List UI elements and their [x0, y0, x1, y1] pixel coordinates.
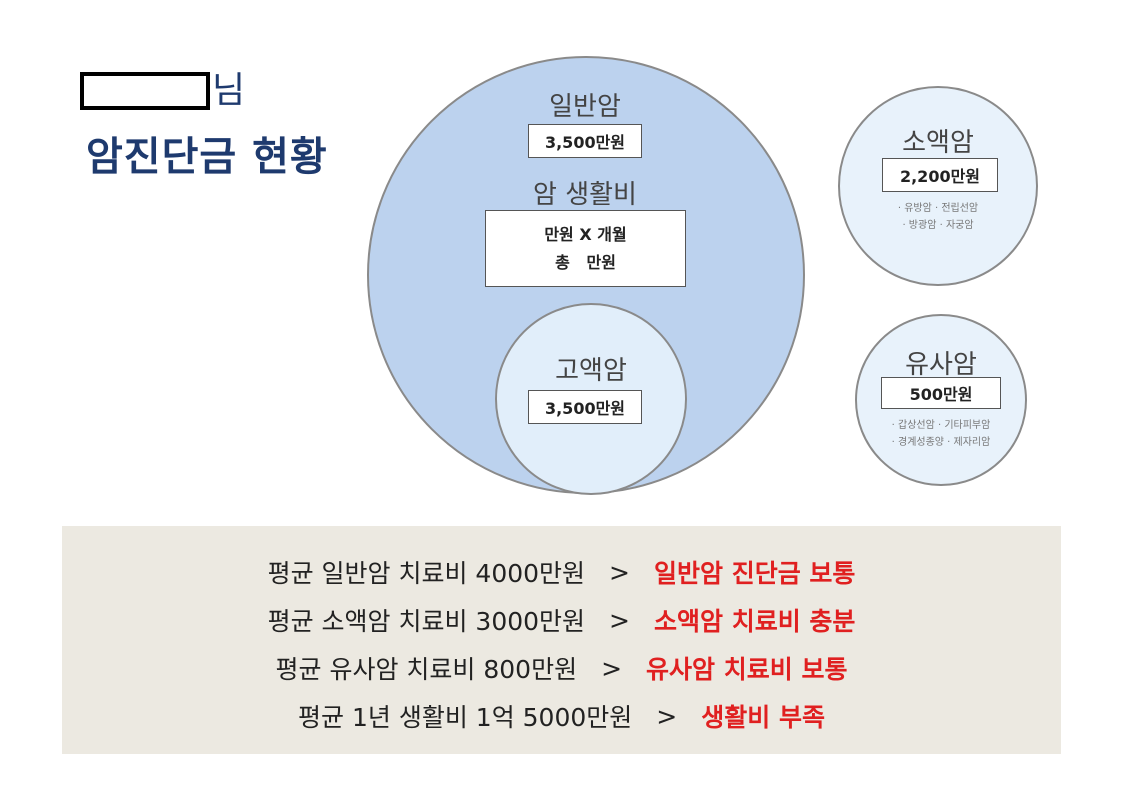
- similar-cancer-types-line1: · 갑상선암 · 기타피부암: [891, 420, 991, 431]
- summary-row-text: 평균 일반암 치료비 4000만원: [267, 559, 586, 588]
- minor-cancer-amount: 2,200만원: [882, 158, 998, 192]
- living-cost-line1: 만원 X 개월: [544, 224, 627, 244]
- minor-cancer-types-line2: · 방광암 · 자궁암: [902, 220, 974, 231]
- summary-row-conclusion: 일반암 진단금 보통: [654, 559, 856, 588]
- minor-cancer-types: · 유방암 · 전립선암 · 방광암 · 자궁암: [858, 200, 1018, 234]
- summary-row-text: 평균 1년 생활비 1억 5000만원: [298, 703, 633, 732]
- similar-cancer-title: 유사암: [905, 350, 977, 380]
- summary-row-separator: >: [601, 653, 623, 683]
- summary-row: 평균 소액암 치료비 3000만원 > 소액암 치료비 충분: [62, 602, 1061, 638]
- summary-row-separator: >: [609, 605, 630, 635]
- similar-cancer-amount: 500만원: [881, 377, 1001, 409]
- summary-panel: 평균 일반암 치료비 4000만원 > 일반암 진단금 보통 평균 소액암 치료…: [62, 526, 1061, 754]
- summary-row-text: 평균 유사암 치료비 800만원: [275, 655, 578, 684]
- summary-row-separator: >: [656, 701, 678, 731]
- high-cost-cancer-amount: 3,500만원: [528, 390, 642, 424]
- high-cost-cancer-title: 고액암: [555, 356, 627, 386]
- redacted-name-box: [80, 72, 210, 110]
- similar-cancer-types: · 갑상선암 · 기타피부암 · 경계성종양 · 제자리암: [861, 417, 1021, 451]
- similar-cancer-types-line2: · 경계성종양 · 제자리암: [891, 437, 991, 448]
- living-cost-line2: 총 만원: [555, 252, 616, 272]
- living-cost-box: 만원 X 개월 총 만원: [485, 210, 686, 287]
- summary-row-conclusion: 소액암 치료비 충분: [654, 607, 856, 636]
- summary-row-conclusion: 생활비 부족: [701, 703, 825, 732]
- summary-row-separator: >: [609, 557, 630, 587]
- page-title: 암진단금 현황: [86, 134, 328, 180]
- customer-name-row: 님: [80, 68, 245, 114]
- summary-row: 평균 일반암 치료비 4000만원 > 일반암 진단금 보통: [62, 554, 1061, 590]
- summary-row: 평균 1년 생활비 1억 5000만원 > 생활비 부족: [62, 698, 1061, 734]
- general-cancer-amount: 3,500만원: [528, 124, 642, 158]
- summary-row-text: 평균 소액암 치료비 3000만원: [267, 607, 586, 636]
- minor-cancer-title: 소액암: [902, 128, 974, 158]
- general-cancer-title: 일반암: [549, 92, 621, 122]
- minor-cancer-types-line1: · 유방암 · 전립선암: [897, 203, 979, 214]
- name-suffix: 님: [212, 70, 246, 111]
- living-cost-title: 암 생활비: [533, 180, 637, 210]
- summary-row-conclusion: 유사암 치료비 보통: [646, 655, 848, 684]
- summary-row: 평균 유사암 치료비 800만원 > 유사암 치료비 보통: [62, 650, 1061, 686]
